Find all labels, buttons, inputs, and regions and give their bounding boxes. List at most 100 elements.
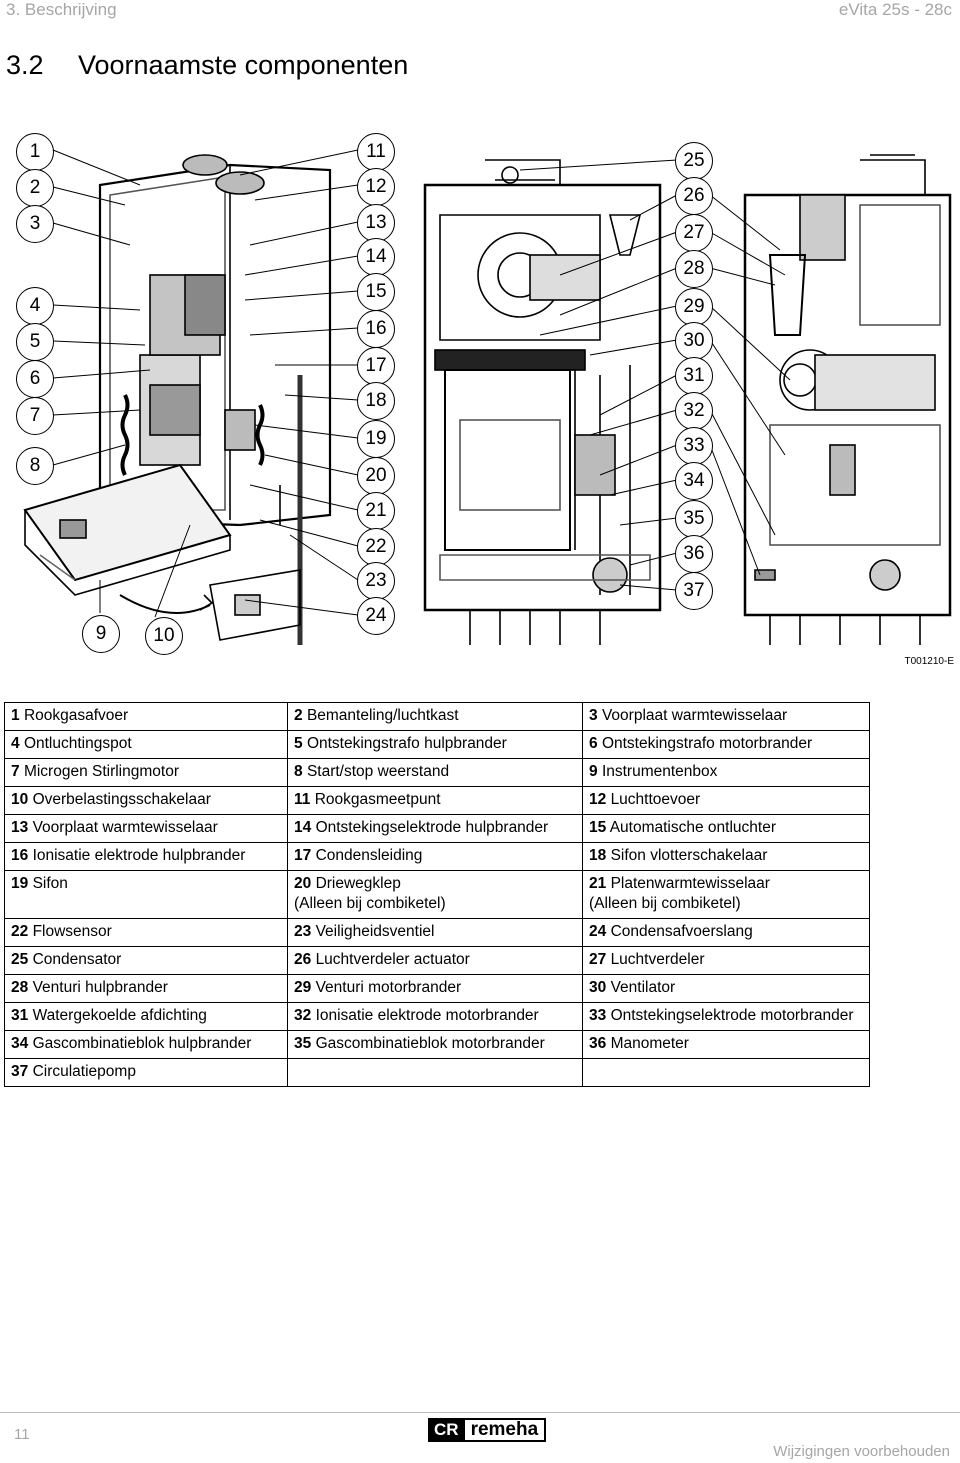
legend-cell: 7 Microgen Stirlingmotor xyxy=(4,758,288,787)
callout-35: 35 xyxy=(675,500,713,538)
legend-item-label: Ontstekingstrafo hulpbrander xyxy=(306,735,507,752)
legend-item-label: Sifon xyxy=(32,875,68,892)
callout-8: 8 xyxy=(16,447,54,485)
legend-cell: 34 Gascombinatieblok hulpbrander xyxy=(4,1030,288,1059)
callout-11: 11 xyxy=(357,133,395,171)
callout-34: 34 xyxy=(675,462,713,500)
legend-item-label: Luchtverdeler xyxy=(610,951,705,968)
legend-item-number: 30 xyxy=(589,979,607,996)
legend-cell: 4 Ontluchtingspot xyxy=(4,730,288,759)
legend-item-number: 10 xyxy=(11,791,29,808)
legend-cell: 5 Ontstekingstrafo hulpbrander xyxy=(287,730,583,759)
legend-row: 34 Gascombinatieblok hulpbrander 35 Gasco… xyxy=(4,1030,870,1059)
legend-item-label: Ontstekingselektrode motorbrander xyxy=(610,1007,854,1024)
header-chapter: 3. Beschrijving xyxy=(6,0,117,19)
legend-cell: 27 Luchtverdeler xyxy=(582,946,870,975)
legend-item-number: 28 xyxy=(11,979,29,996)
callout-1: 1 xyxy=(16,133,54,171)
legend-row: 28 Venturi hulpbrander 29 Venturi motorbr… xyxy=(4,974,870,1003)
legend-item-number: 33 xyxy=(589,1007,607,1024)
legend-item-label: Voorplaat warmtewisselaar xyxy=(32,819,218,836)
legend-item-label: Venturi motorbrander xyxy=(315,979,462,996)
legend-item-number: 22 xyxy=(11,923,29,940)
legend-item-number: 7 xyxy=(11,763,20,780)
section-number: 3.2 xyxy=(6,50,44,80)
legend-item-label: Driewegklep xyxy=(315,875,401,892)
legend-cell: 15 Automatische ontluchter xyxy=(582,814,870,843)
callout-4: 4 xyxy=(16,287,54,325)
legend-cell: 36 Manometer xyxy=(582,1030,870,1059)
callout-36: 36 xyxy=(675,535,713,573)
legend-cell: 26 Luchtverdeler actuator xyxy=(287,946,583,975)
legend-item-label: Sifon vlotterschakelaar xyxy=(610,847,768,864)
callout-15: 15 xyxy=(357,273,395,311)
callout-12: 12 xyxy=(357,168,395,206)
legend-cell: 28 Venturi hulpbrander xyxy=(4,974,288,1003)
page-number: 11 xyxy=(14,1426,30,1443)
legend-cell xyxy=(582,1058,870,1087)
footer-note: Wijzigingen voorbehouden xyxy=(773,1443,950,1460)
legend-cell: 11 Rookgasmeetpunt xyxy=(287,786,583,815)
legend-item-number: 29 xyxy=(294,979,312,996)
legend-item-number: 24 xyxy=(589,923,607,940)
legend-item-number: 2 xyxy=(294,707,303,724)
legend-cell: 14 Ontstekingselektrode hulpbrander xyxy=(287,814,583,843)
legend-item-number: 8 xyxy=(294,763,303,780)
legend-item-number: 3 xyxy=(589,707,598,724)
callout-22: 22 xyxy=(357,528,395,566)
figure-code: T001210-E xyxy=(904,656,954,667)
legend-item-label: Venturi hulpbrander xyxy=(32,979,168,996)
callout-18: 18 xyxy=(357,382,395,420)
legend-item-number: 1 xyxy=(11,707,20,724)
callout-21: 21 xyxy=(357,492,395,530)
legend-item-label: Condensafvoerslang xyxy=(610,923,753,940)
legend-item-number: 15 xyxy=(589,819,607,836)
callout-17: 17 xyxy=(357,347,395,385)
legend-item-label: Gascombinatieblok hulpbrander xyxy=(32,1035,252,1052)
callout-31: 31 xyxy=(675,357,713,395)
legend-cell: 31 Watergekoelde afdichting xyxy=(4,1002,288,1031)
legend-item-label: Bemanteling/luchtkast xyxy=(306,707,459,724)
isometric-boiler-view xyxy=(23,154,332,645)
legend-item-label: Ionisatie elektrode hulpbrander xyxy=(32,847,246,864)
legend-cell: 13 Voorplaat warmtewisselaar xyxy=(4,814,288,843)
leader-lines xyxy=(52,149,791,618)
callout-32: 32 xyxy=(675,392,713,430)
legend-item-label: Microgen Stirlingmotor xyxy=(23,763,179,780)
legend-item-number: 9 xyxy=(589,763,598,780)
legend-item-number: 14 xyxy=(294,819,312,836)
legend-item-label: Start/stop weerstand xyxy=(306,763,450,780)
callout-24: 24 xyxy=(357,597,395,635)
legend-item-label: Veiligheidsventiel xyxy=(315,923,435,940)
legend-item-label: Flowsensor xyxy=(32,923,112,940)
legend-item-number: 36 xyxy=(589,1035,607,1052)
legend-cell: 25 Condensator xyxy=(4,946,288,975)
legend-cell: 23 Veiligheidsventiel xyxy=(287,918,583,947)
callout-16: 16 xyxy=(357,310,395,348)
legend-row: 37 Circulatiepomp xyxy=(4,1058,870,1087)
callout-2: 2 xyxy=(16,169,54,207)
legend-item-number: 25 xyxy=(11,951,29,968)
callout-27: 27 xyxy=(675,214,713,252)
legend-item-number: 13 xyxy=(11,819,29,836)
legend-cell: 22 Flowsensor xyxy=(4,918,288,947)
legend-cell: 10 Overbelastingsschakelaar xyxy=(4,786,288,815)
legend-cell: 6 Ontstekingstrafo motorbrander xyxy=(582,730,870,759)
legend-cell: 8 Start/stop weerstand xyxy=(287,758,583,787)
legend-item-number: 26 xyxy=(294,951,312,968)
callout-25: 25 xyxy=(675,142,713,180)
legend-item-number: 35 xyxy=(294,1035,312,1052)
legend-cell: 30 Ventilator xyxy=(582,974,870,1003)
legend-item-number: 6 xyxy=(589,735,598,752)
legend-item-label: Instrumentenbox xyxy=(601,763,718,780)
legend-item-number: 12 xyxy=(589,791,607,808)
legend-item-number: 34 xyxy=(11,1035,29,1052)
boiler-illustration xyxy=(23,149,952,645)
